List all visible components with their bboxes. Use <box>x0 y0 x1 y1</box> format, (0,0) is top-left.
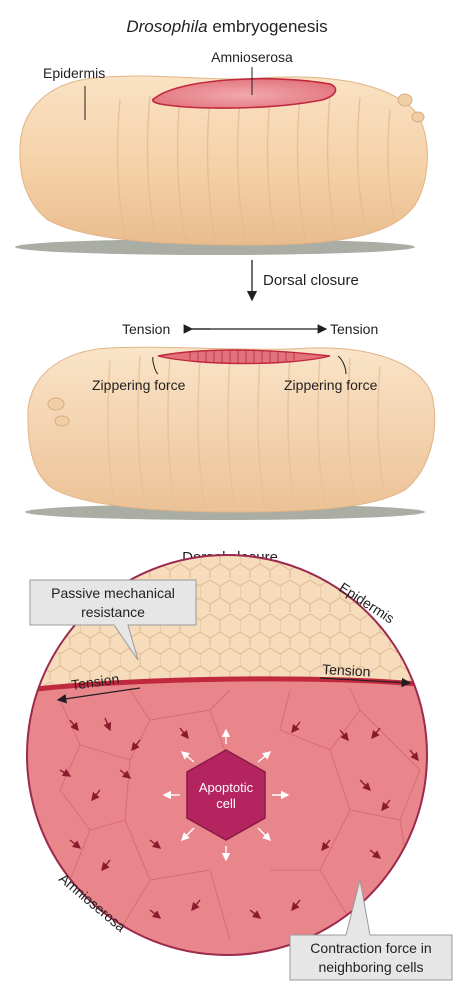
embryo1-lobe-2 <box>412 112 424 122</box>
passive-label-1: Passive mechanical <box>51 585 175 601</box>
embryo-stage-1: Epidermis Amnioserosa <box>15 49 427 255</box>
embryo2-lobe-b <box>55 416 69 426</box>
detail-tension-right: Tension <box>322 661 371 680</box>
top-title-italic: Drosophila <box>126 17 207 36</box>
embryo2-body <box>28 347 435 512</box>
embryo2-zippering-left: Zippering force <box>92 377 186 393</box>
embryo2-zippering-right: Zippering force <box>284 377 378 393</box>
top-title: Drosophila embryogenesis <box>126 17 327 36</box>
embryo1-epidermis-label: Epidermis <box>43 65 105 81</box>
embryo2-tension-left: Tension <box>122 321 170 337</box>
embryo1-lobe <box>398 94 412 106</box>
embryo2-lobe-a <box>48 398 64 410</box>
dorsal-closure-arrow: Dorsal closure <box>252 260 359 300</box>
embryo-stage-2: Tension Tension <box>25 321 435 520</box>
embryo1-amnioserosa-label: Amnioserosa <box>211 49 293 65</box>
contraction-label-1: Contraction force in <box>310 940 431 956</box>
apoptotic-label-1: Apoptotic <box>199 780 254 795</box>
apoptotic-label-2: cell <box>216 796 236 811</box>
contraction-label-2: neighboring cells <box>318 959 423 975</box>
dorsal-closure-label: Dorsal closure <box>263 272 359 289</box>
top-title-rest: embryogenesis <box>208 17 328 36</box>
embryo2-tension-right: Tension <box>330 321 378 337</box>
passive-label-2: resistance <box>81 604 145 620</box>
